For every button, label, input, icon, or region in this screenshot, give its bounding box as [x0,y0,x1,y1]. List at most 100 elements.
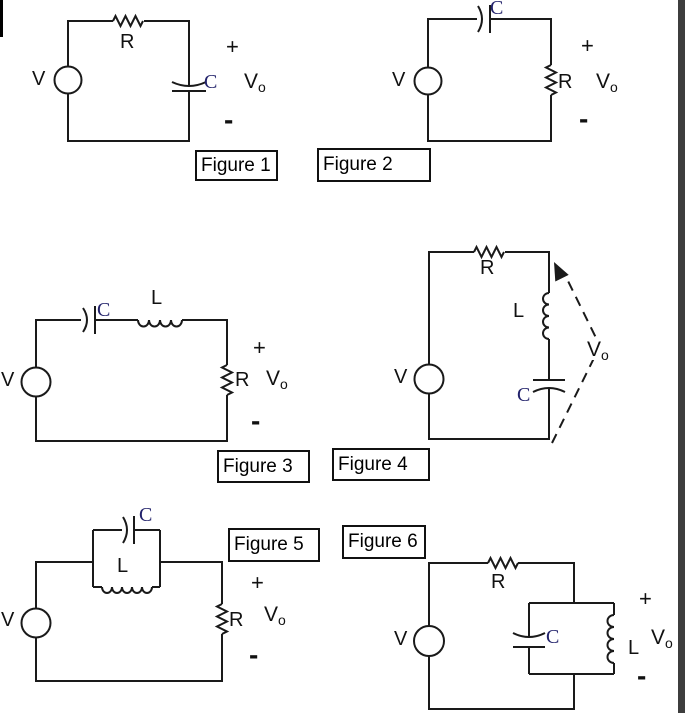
fig3-voltage-source-symbol [20,366,52,398]
fig4-voltage-source-symbol [413,363,445,395]
fig5-inductor-label: L [117,555,129,577]
fig1-voltage-source-label: V [32,68,46,90]
fig5-voltage-source-symbol [20,607,52,639]
fig5-resistor-label: R [229,609,244,631]
fig1-vo-subscript: o [258,79,266,95]
fig5-capacitor-label: C [139,504,153,526]
fig3-wire [182,319,228,365]
fig1-vo-main: V [244,70,259,93]
fig4-wire [505,251,550,293]
fig2-vo-subscript: o [610,79,618,95]
fig6-capacitor-curved-plate [512,632,546,638]
fig5-caption: Figure 5 [228,528,320,562]
fig2-wire [427,94,552,142]
fig6-vo-subscript: o [665,635,673,651]
fig2-caption: Figure 2 [317,148,431,182]
fig4-output-voltage-label: Vo [585,338,611,363]
fig2-voltage-source-symbol [413,66,443,96]
fig2-capacitor-label: C [490,0,504,19]
fig6-plus-sign: + [639,586,652,611]
fig1-caption: Figure 1 [195,150,278,181]
fig6-resistor-symbol [487,555,519,571]
fig3-vo-main: V [266,367,281,390]
fig6-minus-sign: - [637,660,647,691]
fig1-resistor-label: R [120,31,135,53]
fig3-plus-sign: + [253,335,266,360]
fig4-vo-subscript: o [601,347,609,363]
fig4-caption: Figure 4 [332,448,430,481]
fig1-resistor-symbol [112,13,144,29]
fig4-resistor-symbol [473,244,505,260]
fig6-voltage-source-label: V [394,628,408,650]
fig6-inductor-label: L [628,637,640,659]
fig3-capacitor-label: C [97,299,111,321]
fig4-resistor-label: R [480,257,495,279]
fig3-resistor-symbol [219,364,235,396]
fig5-voltage-source-label: V [1,609,15,631]
fig4-inductor-symbol [542,292,550,340]
fig3-output-voltage-label: Vo [266,367,288,392]
fig6-wire [428,562,488,626]
fig5-circuit-drawing [20,516,230,682]
fig4-wire [428,251,474,365]
fig2-resistor-symbol [543,64,559,96]
fig2-output-voltage-label: Vo [596,70,618,95]
fig5-vo-subscript: o [278,612,286,628]
fig3-caption: Figure 3 [217,450,310,483]
fig4-voltage-source-label: V [394,366,408,388]
fig6-inductor-symbol [606,614,615,664]
fig1-output-voltage-label: Vo [244,70,266,95]
fig3-minus-sign: - [251,405,261,436]
fig1-plus-sign: + [226,34,239,59]
fig3-wire [35,395,228,442]
fig2-resistor-label: R [558,71,573,93]
fig3-vo-subscript: o [280,376,288,392]
fig3-circuit-drawing [20,306,235,442]
fig5-inductor-symbol [101,586,153,594]
fig2-wire [427,18,477,68]
fig6-caption: Figure 6 [342,525,426,559]
page-edge-bar [678,0,685,713]
fig5-wire [35,561,93,609]
fig4-wire [428,389,550,440]
fig5-vo-main: V [264,603,279,626]
fig1-wire [144,20,190,86]
fig1-minus-sign: - [224,104,234,135]
fig5-plus-sign: + [251,570,264,595]
fig3-capacitor-curved-plate [82,307,88,333]
scan-artifact-bar [0,0,3,37]
fig5-output-voltage-label: Vo [264,603,286,628]
fig5-wire [160,561,223,604]
fig1-voltage-source-symbol [53,65,83,95]
fig4-inductor-label: L [513,300,525,322]
fig5-wire [35,634,223,682]
fig2-circuit-drawing [413,5,559,142]
fig4-vo-main: V [587,338,602,361]
fig3-voltage-source-label: V [1,369,15,391]
fig6-circuit-drawing [413,555,615,710]
fig3-wire [35,319,81,368]
fig6-wire [518,562,575,603]
fig1-wire [67,91,190,142]
fig4-arrowhead [554,262,569,282]
fig6-wire [428,656,575,710]
fig6-capacitor-label: C [546,626,560,648]
fig2-vo-main: V [596,70,611,93]
fig1-capacitor-label: C [204,71,218,93]
fig5-resistor-symbol [214,603,230,635]
fig4-capacitor-curved-plate [532,387,566,393]
fig2-voltage-source-label: V [392,69,406,91]
fig1-circuit-drawing [53,13,207,142]
fig2-plus-sign: + [581,33,594,58]
fig2-minus-sign: - [579,103,589,134]
fig3-inductor-symbol [137,319,183,328]
fig3-resistor-label: R [235,369,250,391]
fig4-capacitor-label: C [517,384,531,406]
fig6-output-voltage-label: Vo [651,627,673,651]
fig6-voltage-source-symbol [413,625,445,657]
fig3-inductor-label: L [151,287,163,309]
fig1-capacitor-curved-plate [171,81,207,87]
fig6-resistor-label: R [491,571,506,593]
